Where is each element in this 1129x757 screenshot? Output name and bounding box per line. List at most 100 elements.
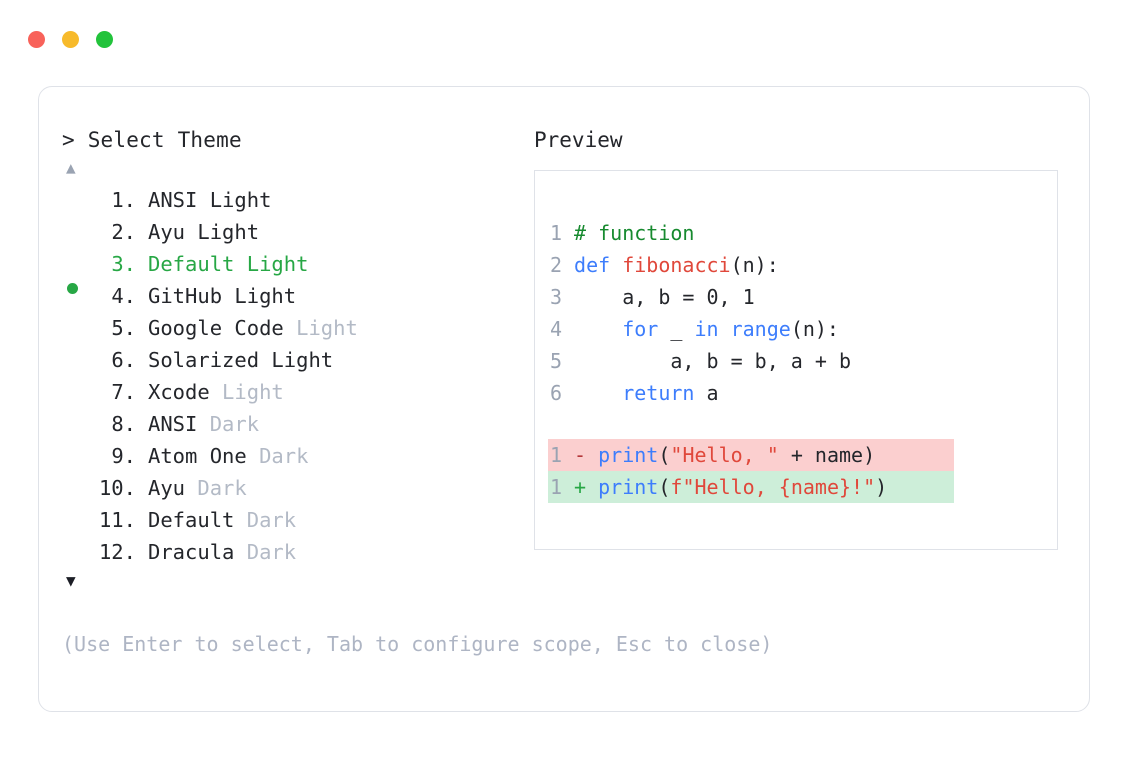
diff-marker-icon: + [574, 475, 587, 499]
code-line-number: 3 [549, 285, 562, 309]
theme-item-index: 6. [111, 348, 136, 372]
minimize-button[interactable] [62, 31, 79, 48]
prompt-caret-icon: > [62, 128, 75, 152]
theme-list-item[interactable]: 1.ANSI Light [62, 184, 532, 216]
theme-item-index: 11. [98, 508, 136, 532]
theme-list-item[interactable]: 6. Solarized Light [62, 344, 532, 376]
code-token: ( [658, 443, 671, 467]
diff-line-number: 1 [549, 475, 562, 499]
code-token: ( [658, 475, 671, 499]
help-text: (Use Enter to select, Tab to configure s… [62, 632, 773, 656]
code-token: in [694, 317, 731, 341]
diff-line-removed: 1 - print("Hello, " + name) [548, 439, 954, 471]
theme-item-variant: Dark [234, 508, 297, 532]
scroll-down-icon[interactable]: ▼ [66, 571, 76, 590]
theme-item-name: GitHub [148, 284, 223, 308]
theme-list-item[interactable]: 9. Atom One Dark [62, 440, 532, 472]
theme-list-item[interactable]: 7. Xcode Light [62, 376, 532, 408]
code-line: 2 def fibonacci(n): [548, 249, 851, 281]
theme-item-index: 3. [111, 252, 136, 276]
theme-item-index: 7. [111, 380, 136, 404]
window-controls [28, 31, 113, 48]
theme-item-variant: Dark [185, 476, 247, 500]
code-line-number: 5 [549, 349, 562, 373]
theme-item-variant: Light [209, 380, 284, 404]
code-line-number: 2 [549, 253, 562, 277]
code-line-number: 6 [549, 381, 562, 405]
code-token: for [622, 317, 659, 341]
code-token: range [730, 317, 791, 341]
theme-item-variant: Dark [234, 540, 297, 564]
theme-item-name: Google Code [148, 316, 284, 340]
code-token: ) [875, 475, 888, 499]
theme-item-variant: Dark [197, 412, 260, 436]
theme-item-variant: Light [259, 348, 334, 372]
code-token: print [598, 443, 659, 467]
theme-item-variant: Dark [246, 444, 309, 468]
theme-item-variant: Light [234, 252, 309, 276]
code-token: + name) [778, 443, 876, 467]
prompt-header: > Select Theme [62, 125, 532, 155]
page-title [75, 128, 88, 152]
theme-item-index: 1. [111, 188, 136, 212]
theme-item-index: 9. [111, 444, 136, 468]
theme-item-index: 8. [111, 412, 136, 436]
theme-item-index: 5. [111, 316, 136, 340]
theme-item-index: 2. [111, 220, 136, 244]
code-token: fibonacci [622, 253, 731, 277]
code-token: (n): [790, 317, 839, 341]
code-token [574, 381, 622, 405]
prompt-title: Select Theme [87, 128, 242, 152]
code-line-number: 1 [549, 221, 562, 245]
theme-item-name: Ayu [148, 220, 186, 244]
theme-list-item[interactable]: 4.GitHub Light [62, 280, 532, 312]
code-token: return [622, 381, 695, 405]
theme-list-item[interactable]: 11. Default Dark [62, 504, 532, 536]
theme-item-variant: Light [185, 220, 260, 244]
maximize-button[interactable] [96, 31, 113, 48]
theme-list-item[interactable]: 10. Ayu Dark [62, 472, 532, 504]
theme-item-name: Ayu [148, 476, 186, 500]
theme-item-variant: Light [197, 188, 272, 212]
code-line: 1 # function [548, 217, 851, 249]
code-token: f"Hello, {name}!" [670, 475, 876, 499]
preview-title: Preview [534, 128, 623, 152]
theme-item-index: 12. [98, 540, 136, 564]
theme-item-name: Dracula [148, 540, 235, 564]
scroll-up-icon[interactable]: ▲ [66, 158, 76, 177]
theme-list-item[interactable]: 12. Dracula Dark [62, 536, 532, 568]
theme-list-item[interactable]: 5.Google Code Light [62, 312, 532, 344]
diff-marker-icon: - [574, 443, 587, 467]
theme-list-item[interactable]: 3. Default Light [62, 248, 532, 294]
theme-item-index: 10. [98, 476, 136, 500]
diff-sample: 1 - print("Hello, " + name)1 + print(f"H… [548, 439, 954, 503]
code-token: # function [574, 221, 695, 245]
code-line-number: 4 [549, 317, 562, 341]
code-token [574, 317, 622, 341]
code-token: _ [658, 317, 695, 341]
code-line: 5 a, b = b, a + b [548, 345, 851, 377]
theme-item-index: 4. [111, 284, 136, 308]
theme-item-name: Default [148, 508, 235, 532]
code-line: 6 return a [548, 377, 851, 409]
theme-list-item[interactable]: 8. ANSI Dark [62, 408, 532, 440]
theme-item-name: Solarized [148, 348, 260, 372]
theme-item-name: Default [148, 252, 235, 276]
theme-list-item[interactable]: 2. Ayu Light [62, 216, 532, 248]
diff-line-added: 1 + print(f"Hello, {name}!") [548, 471, 954, 503]
code-token: "Hello, " [670, 443, 779, 467]
selected-dot-icon [67, 283, 78, 294]
theme-item-name: Atom One [148, 444, 247, 468]
code-token: print [598, 475, 659, 499]
theme-item-name: Xcode [148, 380, 210, 404]
close-button[interactable] [28, 31, 45, 48]
theme-item-name: ANSI [148, 412, 198, 436]
code-token: a [694, 381, 719, 405]
code-line: 3 a, b = 0, 1 [548, 281, 851, 313]
code-line: 4 for _ in range(n): [548, 313, 851, 345]
code-token: a, b = b, a + b [574, 349, 851, 373]
